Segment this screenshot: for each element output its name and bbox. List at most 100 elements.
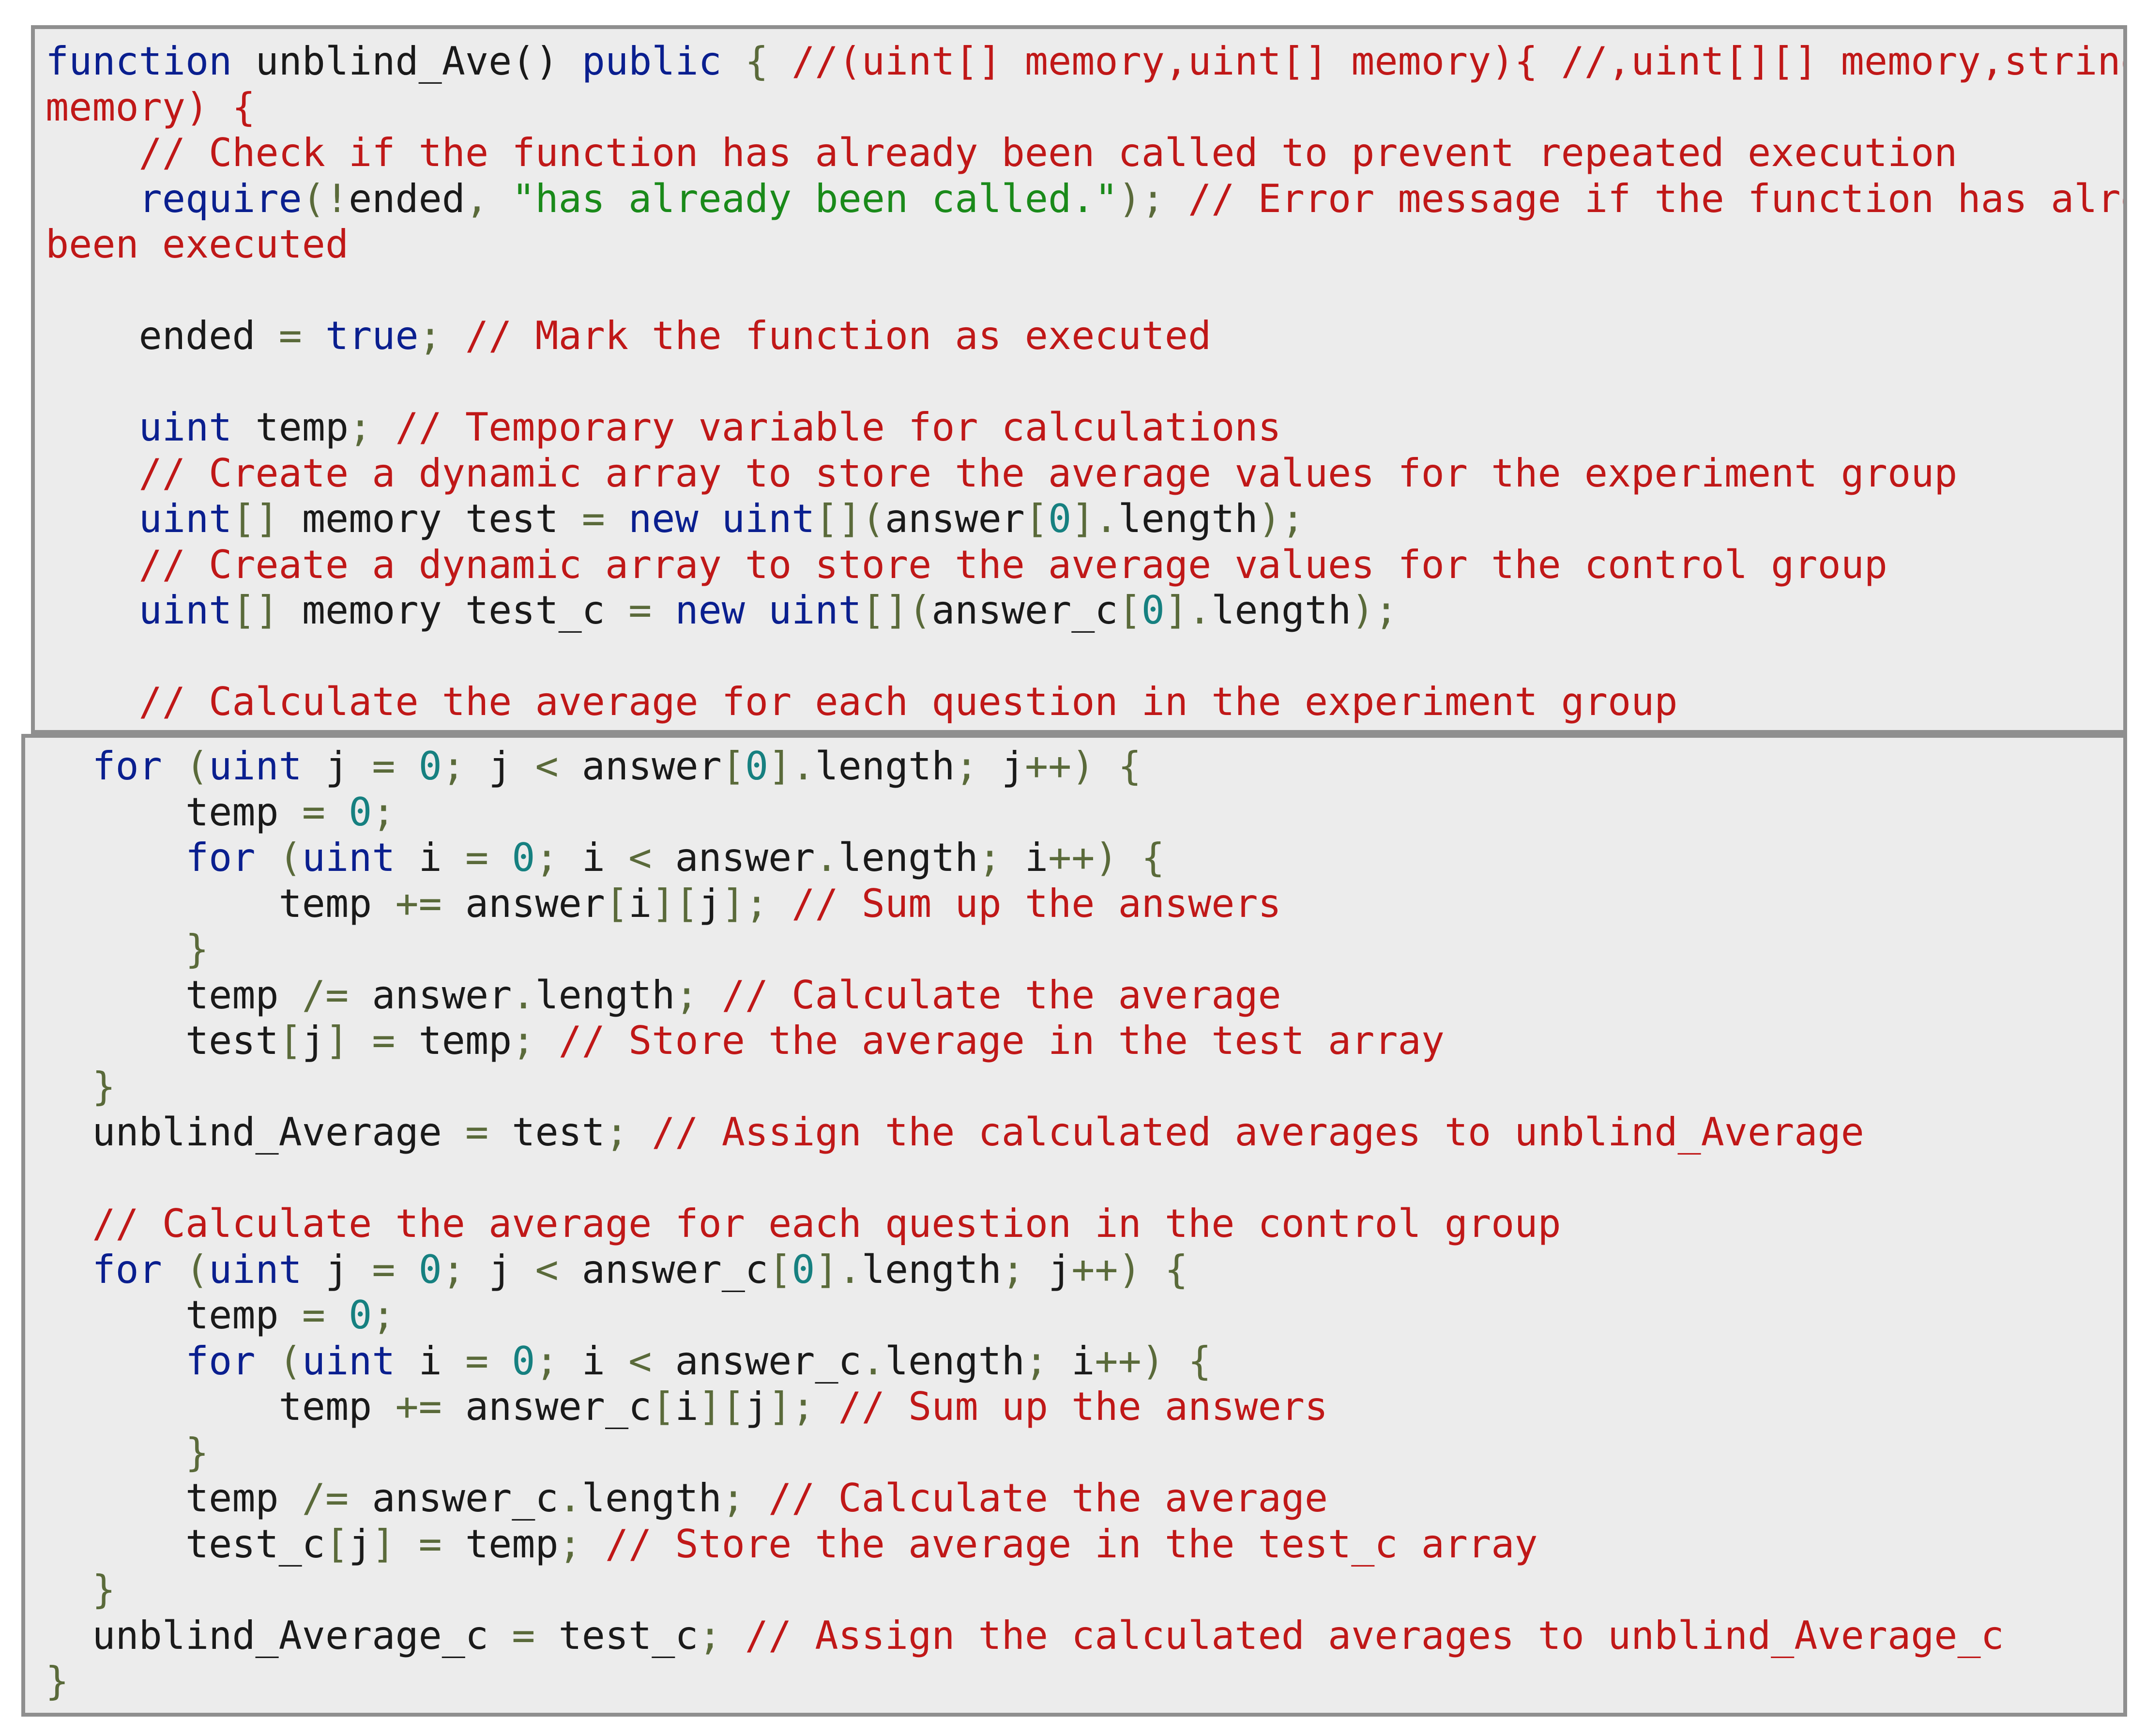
keyword-token: true — [325, 313, 419, 358]
identifier-token: j — [488, 1247, 535, 1292]
identifier-token — [46, 1201, 92, 1246]
identifier-token: i — [1071, 1338, 1095, 1384]
punctuation-token: ); — [1351, 588, 1398, 633]
punctuation-token: []( — [861, 588, 932, 633]
punctuation-token: ; — [605, 1110, 652, 1155]
punctuation-token: [ — [325, 1521, 349, 1567]
punctuation-token: ][ — [698, 1384, 745, 1429]
keyword-token: public — [581, 39, 722, 84]
punctuation-token: ++) { — [1024, 744, 1141, 789]
punctuation-token: = — [512, 1613, 559, 1658]
comment-token: // Mark the function as executed — [465, 313, 1212, 358]
identifier-token: memory test — [302, 496, 582, 541]
string-token: "has already been called." — [512, 176, 1118, 221]
identifier-token — [46, 679, 139, 724]
punctuation-token: . — [815, 835, 838, 880]
punctuation-token: ++) { — [1048, 835, 1165, 880]
identifier-token: unblind_Average — [46, 1110, 465, 1155]
punctuation-token: } — [185, 927, 209, 972]
identifier-token: temp — [46, 1384, 396, 1429]
identifier-token: i — [675, 1384, 699, 1429]
number-token: 0 — [418, 1247, 442, 1292]
punctuation-token: ]. — [815, 1247, 862, 1292]
number-token: 0 — [1048, 496, 1072, 541]
identifier-token: answer — [581, 744, 722, 789]
comment-token: //(uint[] memory,uint[] memory){ //,uint… — [791, 39, 2127, 84]
punctuation-token: [] — [232, 496, 302, 541]
code-line: test[j] = temp; // Store the average in … — [46, 1018, 2004, 1064]
identifier-token: answer_c — [675, 1338, 862, 1384]
code-block-top: function unblind_Ave() public { //(uint[… — [46, 39, 2127, 725]
number-token: 0 — [745, 744, 769, 789]
punctuation-token: = — [465, 1338, 512, 1384]
code-line: } — [46, 1659, 2004, 1705]
comment-token: // Create a dynamic array to store the a… — [138, 542, 1887, 587]
number-token: 0 — [512, 835, 535, 880]
punctuation-token: ++) { — [1095, 1338, 1212, 1384]
code-line: // Calculate the average for each questi… — [46, 679, 2123, 725]
punctuation-token: ( — [162, 744, 209, 789]
identifier-token: temp — [418, 1018, 512, 1063]
punctuation-token: ; — [558, 1521, 605, 1567]
identifier-token: test_c — [558, 1613, 699, 1658]
punctuation-token: ; — [441, 744, 489, 789]
identifier-token — [46, 744, 92, 789]
code-panel-top: function unblind_Ave() public { //(uint[… — [31, 25, 2127, 734]
identifier-token: answer — [465, 881, 605, 926]
punctuation-token: += — [395, 1384, 465, 1429]
code-line: for (uint j = 0; j < answer[0].length; j… — [46, 744, 2004, 790]
punctuation-token: ; — [418, 313, 465, 358]
code-line: ended = true; // Mark the function as ex… — [46, 313, 2123, 359]
identifier-token: length — [815, 744, 955, 789]
punctuation-token: (! — [302, 176, 349, 221]
comment-token: // Calculate the average for each questi… — [138, 679, 1678, 724]
code-line: } — [46, 1064, 2004, 1110]
punctuation-token: ( — [255, 1338, 302, 1384]
code-line: // Create a dynamic array to store the a… — [46, 542, 2123, 588]
identifier-token: j — [745, 1384, 769, 1429]
code-block-bottom: for (uint j = 0; j < answer[0].length; j… — [46, 744, 2004, 1705]
punctuation-token: = — [302, 1293, 349, 1338]
punctuation-token: = — [372, 744, 419, 789]
identifier-token: answer — [372, 972, 512, 1018]
punctuation-token: /= — [302, 972, 372, 1018]
identifier-token: length — [1211, 588, 1352, 633]
identifier-token: j — [1048, 1247, 1072, 1292]
identifier-token: memory test_c — [302, 588, 629, 633]
identifier-token — [46, 1064, 92, 1109]
comment-token: // Error message if the function has alr… — [1188, 176, 2127, 221]
punctuation-token: = — [465, 835, 512, 880]
identifier-token — [46, 588, 139, 633]
punctuation-token: = — [372, 1247, 419, 1292]
identifier-token: test — [512, 1110, 605, 1155]
comment-token: been executed — [46, 222, 349, 267]
identifier-token — [46, 1339, 185, 1384]
identifier-token: i — [581, 835, 629, 880]
identifier-token: j — [698, 881, 722, 926]
code-line: require(!ended, "has already been called… — [46, 176, 2127, 222]
punctuation-token: [] — [232, 588, 302, 633]
identifier-token: length — [581, 1476, 722, 1521]
keyword-token: new uint — [675, 588, 862, 633]
punctuation-token: = — [302, 789, 349, 835]
punctuation-token: ]; — [768, 1384, 838, 1429]
punctuation-token: = — [628, 588, 675, 633]
comment-token: // Check if the function has already bee… — [138, 130, 1958, 175]
comment-token: // Calculate the average — [721, 972, 1281, 1018]
punctuation-token: [ — [278, 1018, 302, 1063]
identifier-token: temp — [46, 1476, 302, 1521]
punctuation-token: . — [861, 1338, 885, 1384]
code-line: uint[] memory test_c = new uint[](answer… — [46, 588, 2123, 634]
identifier-token: temp — [46, 789, 302, 835]
identifier-token: temp — [46, 881, 396, 926]
punctuation-token: ] = — [372, 1521, 465, 1567]
keyword-token: for — [185, 1338, 256, 1384]
code-line: memory) { — [46, 85, 2123, 131]
code-line: function unblind_Ave() public { //(uint[… — [46, 39, 2127, 85]
identifier-token: j — [1001, 744, 1025, 789]
punctuation-token: ; — [721, 1476, 769, 1521]
identifier-token: test_c — [46, 1521, 325, 1567]
comment-token: // Calculate the average for each questi… — [92, 1201, 1561, 1246]
punctuation-token: [ — [1118, 588, 1141, 633]
identifier-token: temp — [232, 405, 349, 450]
